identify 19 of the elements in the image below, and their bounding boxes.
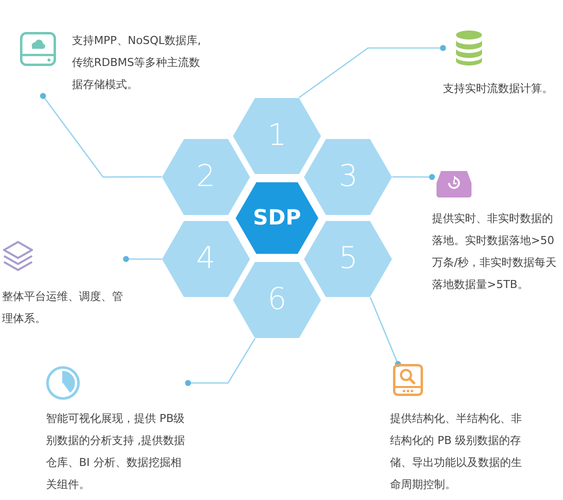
leader-line xyxy=(298,45,446,98)
description-text: 整体平台运维、调度、管理体系。 xyxy=(2,289,124,327)
description-text: 支持实时流数据计算。 xyxy=(443,81,554,97)
hex-number: 2 xyxy=(196,162,216,192)
hex-number: 1 xyxy=(267,120,287,151)
description-text: 提供实时、非实时数据的落地。实时数据落地>50万条/秒，非实时数据每天落地数据量>5TB。 xyxy=(432,211,558,293)
hex-number: 6 xyxy=(267,285,287,316)
leader-line xyxy=(123,256,162,262)
hex-number: 4 xyxy=(196,244,216,274)
hex-number: 3 xyxy=(338,162,358,192)
description-text: 支持MPP、NoSQL数据库,传统RDBMS等多种主流数据存储模式。 xyxy=(72,33,202,93)
hub-label: SDP xyxy=(253,208,301,229)
hex-number: 5 xyxy=(338,244,358,274)
leader-line xyxy=(392,174,435,180)
leader-line xyxy=(40,93,162,178)
leader-line xyxy=(185,338,256,386)
description-text: 智能可视化展现，提供 PB级别数据的分析支持 ,提供数据仓库、BI 分析、数据挖掘相关组件。 xyxy=(46,411,186,493)
leader-line xyxy=(370,296,401,367)
description-text: 提供结构化、半结构化、非结构化的 PB 级别数据的存储、导出功能以及数据的生命周期控制。 xyxy=(390,411,523,493)
